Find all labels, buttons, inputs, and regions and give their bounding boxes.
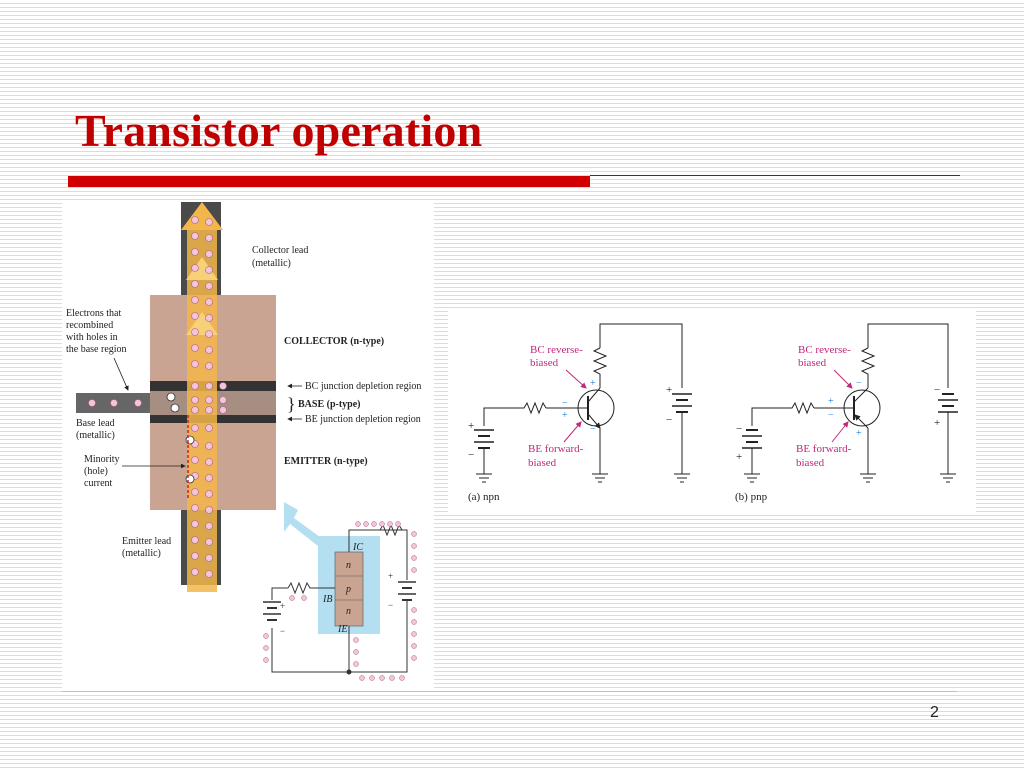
electrons-label-3: with holes in bbox=[66, 332, 118, 343]
collector-resistor-icon bbox=[379, 523, 407, 537]
svg-text:−: − bbox=[856, 378, 862, 389]
ie-label: IE bbox=[337, 624, 347, 635]
svg-text:+: + bbox=[388, 571, 393, 581]
pnp-collector-resistor-icon bbox=[860, 347, 876, 388]
svg-text:+: + bbox=[856, 428, 862, 439]
electron-flow-inner-arrow-2 bbox=[186, 257, 218, 280]
base-resistor-icon bbox=[287, 581, 312, 595]
slide-title: Transistor operation bbox=[75, 105, 483, 156]
layer-p: p bbox=[345, 584, 351, 595]
base-brace: } bbox=[287, 394, 296, 414]
svg-text:+: + bbox=[666, 384, 672, 396]
title-underline-thin bbox=[590, 175, 960, 176]
bias-circuits-figure: + − + − + − + − BC reverse- biased BE fo… bbox=[448, 308, 976, 514]
base-lead-label-2: (metallic) bbox=[76, 430, 115, 441]
svg-text:−: − bbox=[590, 424, 596, 435]
npn-collector-resistor-icon bbox=[592, 347, 608, 388]
pnp-vcc-battery-icon bbox=[938, 393, 958, 413]
emitter-label: EMITTER (n-type) bbox=[284, 456, 368, 467]
svg-text:+: + bbox=[736, 451, 742, 463]
magnify-arrow bbox=[284, 502, 324, 546]
be-junction-label: BE junction depletion region bbox=[305, 414, 421, 425]
svg-text:−: − bbox=[562, 398, 568, 409]
emitter-lead-label-1: Emitter lead bbox=[122, 536, 171, 547]
npn-vbb-battery-icon bbox=[474, 429, 494, 449]
minority-label-3: current bbox=[84, 478, 113, 489]
pnp-bc-label-1: BC reverse- bbox=[798, 344, 851, 356]
slide-number: 2 bbox=[930, 704, 939, 721]
npn-circuit: + − + − + − + − BC reverse- biased BE fo… bbox=[468, 323, 692, 503]
transistor-structure-figure: Collector lead (metallic) Electrons that… bbox=[62, 200, 434, 690]
base-lead-label-1: Base lead bbox=[76, 418, 115, 429]
svg-text:+: + bbox=[468, 420, 474, 432]
svg-text:+: + bbox=[828, 396, 834, 407]
minority-label-2: (hole) bbox=[84, 466, 108, 477]
ib-label: IB bbox=[322, 594, 332, 605]
footer-divider bbox=[62, 691, 957, 692]
npn-be-label-1: BE forward- bbox=[528, 443, 584, 455]
npn-vcc-battery-icon bbox=[672, 393, 692, 413]
svg-text:+: + bbox=[590, 378, 596, 389]
layer-n-bottom: n bbox=[346, 606, 351, 617]
electrons-label-1: Electrons that bbox=[66, 308, 121, 319]
electron-particles bbox=[88, 216, 227, 578]
pnp-vbb-battery-icon bbox=[742, 429, 762, 449]
svg-text:−: − bbox=[934, 384, 940, 396]
svg-text:−: − bbox=[280, 626, 285, 636]
svg-text:−: − bbox=[468, 449, 474, 461]
emitter-lead-label-2: (metallic) bbox=[122, 548, 161, 559]
npn-caption: (a) npn bbox=[468, 491, 500, 503]
pnp-bc-label-2: biased bbox=[798, 357, 827, 369]
svg-text:−: − bbox=[828, 410, 834, 421]
title-underline-thick bbox=[68, 176, 590, 187]
minority-label-1: Minority bbox=[84, 454, 120, 465]
svg-text:−: − bbox=[388, 600, 393, 610]
npn-be-label-2: biased bbox=[528, 457, 557, 469]
bc-junction-label: BC junction depletion region bbox=[305, 381, 421, 392]
svg-text:+: + bbox=[280, 601, 285, 611]
npn-base-resistor-icon bbox=[516, 401, 547, 415]
pnp-be-label-1: BE forward- bbox=[796, 443, 852, 455]
pnp-circuit: − + − + − + − + BC reverse- biased BE fo… bbox=[735, 323, 958, 503]
bias-circuits-svg: + − + − + − + − BC reverse- biased BE fo… bbox=[468, 323, 958, 503]
collector-lead-label: Collector lead bbox=[252, 245, 308, 256]
pnp-caption: (b) pnp bbox=[735, 491, 768, 503]
svg-text:−: − bbox=[666, 414, 672, 426]
pnp-ground-icons bbox=[744, 473, 956, 483]
collector-label: COLLECTOR (n-type) bbox=[284, 336, 384, 347]
pnp-be-label-2: biased bbox=[796, 457, 825, 469]
npn-bc-label-2: biased bbox=[530, 357, 559, 369]
svg-text:+: + bbox=[934, 417, 940, 429]
collector-lead-label-2: (metallic) bbox=[252, 258, 291, 269]
npn-ground-icons bbox=[476, 473, 690, 483]
transistor-structure-svg: Collector lead (metallic) Electrons that… bbox=[66, 202, 421, 681]
ic-label: IC bbox=[352, 542, 363, 553]
electrons-pointer bbox=[113, 357, 129, 391]
electrons-label-4: the base region bbox=[66, 344, 127, 355]
inset-circuit: n p n IC IB IE + − + − bbox=[263, 521, 417, 681]
layer-n-top: n bbox=[346, 560, 351, 571]
pnp-base-resistor-icon bbox=[784, 401, 815, 415]
svg-text:−: − bbox=[736, 423, 742, 435]
svg-text:+: + bbox=[562, 410, 568, 421]
npn-bc-label-1: BC reverse- bbox=[530, 344, 583, 356]
electrons-label-2: recombined bbox=[66, 320, 113, 331]
base-label: BASE (p-type) bbox=[298, 399, 361, 410]
